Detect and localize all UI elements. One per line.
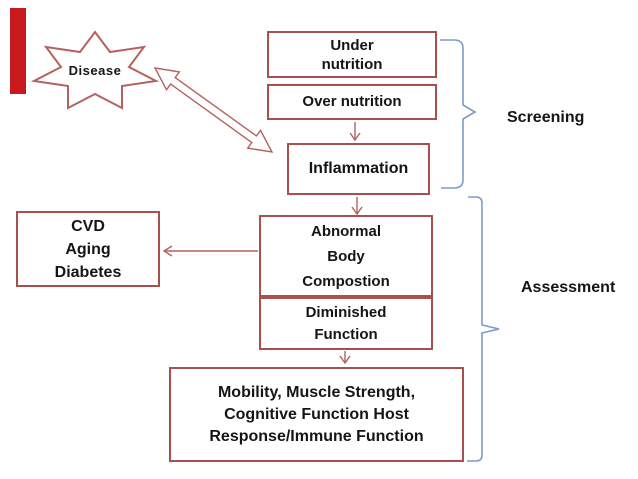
box-cvd-line: Aging (65, 240, 111, 258)
box-outcomes: Mobility, Muscle Strength, Cognitive Fun… (169, 367, 464, 462)
box-inflammation-line: Inflammation (308, 160, 409, 177)
arrow-diminished-to-outcomes (339, 351, 351, 365)
assessment-brace (467, 196, 500, 462)
box-diminished-function: Diminished Function (259, 297, 433, 350)
box-under-nutrition: Under nutrition (267, 31, 437, 78)
box-over-nutrition-line: Over nutrition (302, 93, 402, 110)
box-diminished-line: Diminished (305, 303, 387, 321)
box-under-nutrition-line: Under (330, 36, 374, 54)
box-inflammation: Inflammation (287, 143, 430, 195)
box-cvd-line: Diabetes (54, 263, 122, 281)
screening-brace (440, 39, 477, 189)
assessment-label: Assessment (521, 279, 616, 296)
arrow-abnormal-to-cvd (162, 245, 258, 257)
box-outcomes-line: Mobility, Muscle Strength, (217, 383, 416, 401)
box-under-nutrition-line: nutrition (321, 55, 383, 73)
disease-star-shape (30, 30, 160, 110)
box-cvd-line: CVD (71, 217, 105, 235)
disease-inflammation-double-arrow (153, 67, 274, 153)
box-over-nutrition: Over nutrition (267, 84, 437, 120)
box-outcomes-line: Cognitive Function Host (224, 405, 409, 423)
screening-label: Screening (507, 109, 585, 126)
box-abnormal-line: Body (327, 247, 365, 265)
arrow-inflammation-to-abnormal (351, 197, 363, 216)
box-abnormal-line: Compostion (302, 272, 390, 290)
corner-red-bar (10, 8, 26, 94)
box-cvd-aging-diabetes: CVD Aging Diabetes (16, 211, 160, 287)
box-abnormal-body-composition: Abnormal Body Compostion (259, 215, 433, 297)
box-outcomes-line: Response/Immune Function (209, 427, 424, 445)
disease-star-label: Disease (68, 63, 122, 78)
box-abnormal-line: Abnormal (310, 222, 381, 240)
box-diminished-line: Function (314, 325, 378, 343)
arrow-over-to-inflammation (349, 122, 361, 142)
